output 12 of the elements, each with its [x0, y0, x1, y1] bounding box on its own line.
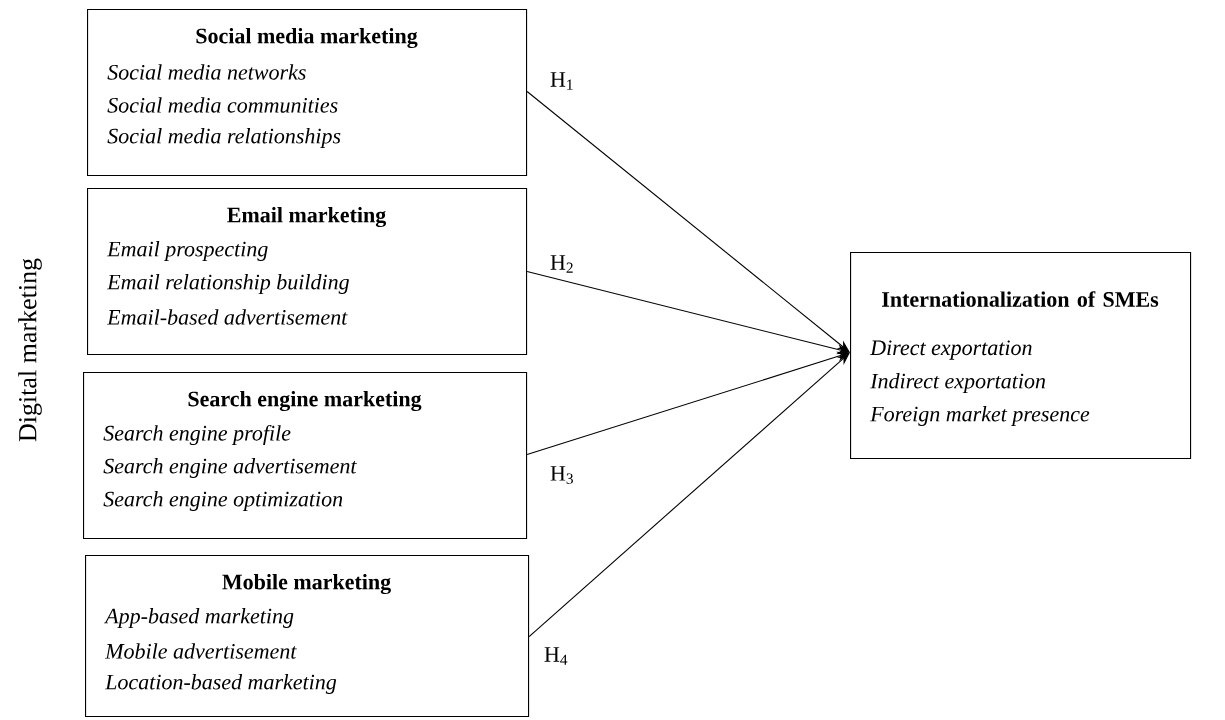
- edge-label: H$_{4}$: [542, 646, 570, 666]
- concept-box: Mobile marketing App-based marketing Mobile advertisement Location-based marketing: [85, 555, 530, 718]
- concept-box: Email marketing Email prospecting Email relationship building Email-based advertisement: [87, 188, 528, 356]
- concept-box: Search engine marketing Search engine profile Search engine advertisement Search engine optimization: [83, 372, 528, 540]
- concept-box: Internationalization of SMEs Direct exportation Indirect exportation Foreign market presence: [850, 252, 1192, 460]
- side-label: Digital marketing: [18, 258, 42, 442]
- edge-label: H$_{2}$: [548, 254, 576, 274]
- concept-box: Social media marketing Social media networks Social media communities Social media relationships: [87, 9, 528, 177]
- arrow: [526, 351, 850, 456]
- edge-label: H$_{1}$: [548, 71, 576, 91]
- edge-label: H$_{3}$: [548, 465, 576, 485]
- arrow: [526, 91, 850, 353]
